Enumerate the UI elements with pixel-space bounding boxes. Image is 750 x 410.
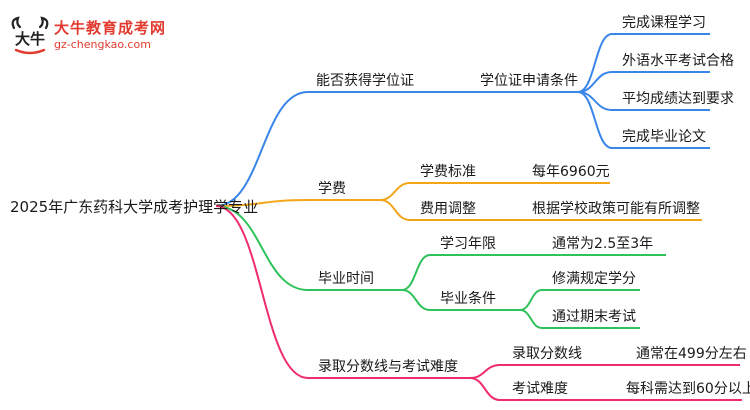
leaf-foreign-language-exam: 外语水平考试合格: [622, 53, 734, 69]
branch-tuition-label: 学费: [318, 181, 346, 197]
sub-fee-adjustment-label: 费用调整: [420, 201, 476, 217]
leaf-thesis: 完成毕业论文: [622, 129, 706, 145]
connector-root-branch-1: [215, 199, 309, 207]
connector-root-branch-0: [215, 91, 309, 207]
connector-branch-2-sub-1-leaf-1: [519, 309, 543, 329]
connector-branch-1-sub-1: [379, 199, 411, 221]
connector-branch-3-sub-1: [469, 377, 501, 401]
logo-mark-text: 大牛: [15, 30, 45, 48]
sub-graduation-conditions-label: 毕业条件: [440, 291, 496, 307]
connector-branch-3-sub-0: [469, 364, 501, 379]
sub-admission-score-label: 录取分数线: [512, 346, 582, 362]
leaf-admission-score: 通常在499分左右: [636, 346, 747, 362]
leaf-average-grade: 平均成绩达到要求: [622, 91, 734, 107]
bull-logo-icon: 大牛: [11, 16, 49, 55]
leaf-fee-adjustment-note: 根据学校政策可能有所调整: [532, 201, 700, 217]
sub-degree-conditions-label: 学位证申请条件: [480, 73, 578, 89]
leaf-exam-difficulty: 每科需达到60分以上: [626, 381, 750, 397]
connector-branch-1-sub-0: [379, 182, 411, 201]
root-topic: 2025年广东药科大学成考护理学专业: [10, 198, 259, 216]
branch-admission-label: 录取分数线与考试难度: [318, 359, 458, 375]
leaf-complete-courses: 完成课程学习: [622, 15, 706, 31]
sub-tuition-standard-label: 学费标准: [420, 164, 476, 180]
branch-graduation-label: 毕业时间: [318, 271, 374, 287]
connector-branch-0-sub-0-leaf-0: [577, 33, 613, 93]
connector-branch-2-sub-1-leaf-0: [519, 289, 543, 311]
sub-exam-difficulty-label: 考试难度: [512, 381, 568, 397]
connector-branch-2-sub-1: [401, 289, 431, 311]
connector-branch-2-sub-0: [401, 254, 431, 291]
leaf-study-years: 通常为2.5至3年: [552, 236, 654, 252]
logo-name: 大牛教育成考网: [54, 19, 167, 37]
connector-branch-0-sub-0-leaf-3: [577, 91, 613, 149]
logo-url: gz-chengkao.com: [54, 38, 151, 51]
leaf-tuition-amount: 每年6960元: [532, 164, 610, 180]
connector-root-branch-3: [215, 205, 309, 379]
branch-degree-label: 能否获得学位证: [316, 73, 414, 89]
site-logo[interactable]: 大牛 大牛教育成考网 gz-chengkao.com: [8, 14, 178, 58]
leaf-credits: 修满规定学分: [552, 271, 636, 287]
connector-root-branch-2: [215, 205, 309, 291]
leaf-final-exams: 通过期末考试: [552, 309, 636, 325]
sub-study-years-label: 学习年限: [440, 236, 496, 252]
